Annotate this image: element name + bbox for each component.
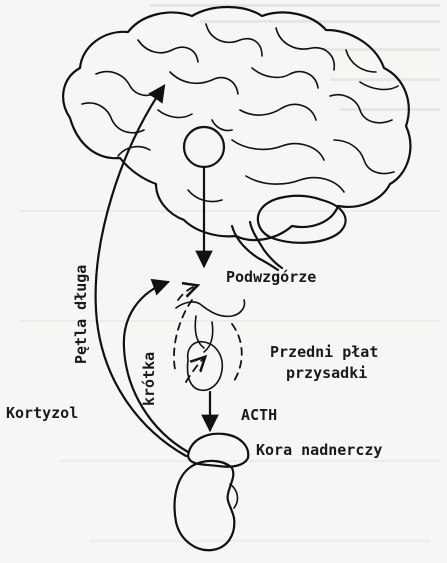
label-anterior-pituitary-1: Przedni płat: [270, 343, 378, 361]
label-acth: ACTH: [241, 406, 277, 424]
brain-illustration: [63, 7, 410, 270]
label-cortisol: Kortyzol: [6, 404, 78, 422]
label-hypothalamus: Podwzgórze: [226, 268, 316, 286]
label-short-loop: krótka: [140, 352, 158, 406]
pituitary-illustration: [174, 286, 245, 430]
hypothalamus-region-circle: [184, 127, 224, 167]
label-adrenal-cortex: Kora nadnerczy: [256, 441, 382, 459]
label-anterior-pituitary-2: przysadki: [286, 364, 367, 382]
label-long-loop: Pętla długa: [72, 265, 90, 364]
